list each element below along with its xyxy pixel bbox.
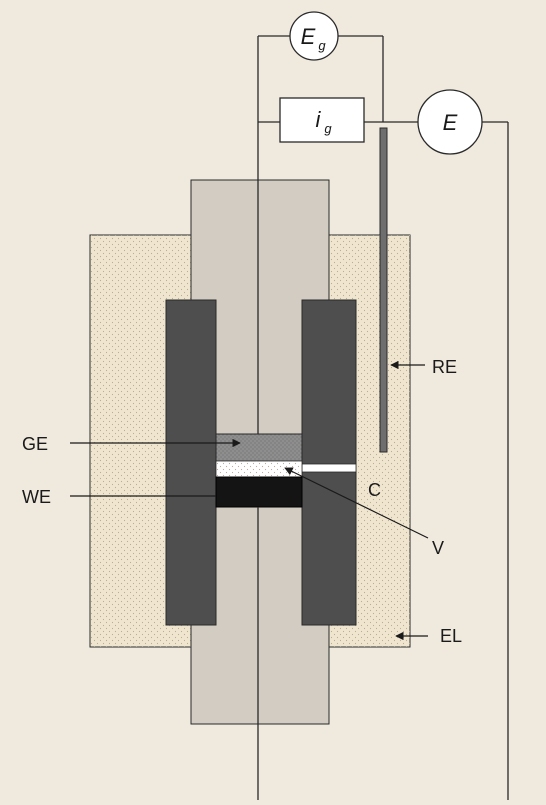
cell-gap-opening	[301, 463, 357, 473]
potential-symbol: E	[443, 110, 458, 135]
reference-electrode	[379, 127, 388, 453]
label-el: EL	[440, 626, 462, 646]
electrode-gap	[215, 460, 303, 478]
cell-wall-left	[165, 299, 217, 626]
working-electrode	[215, 476, 303, 508]
label-v: V	[432, 538, 444, 558]
gap-potential-symbol: E	[301, 24, 316, 49]
gap-potential-subscript: g	[318, 38, 326, 53]
gap-current-subscript: g	[324, 121, 332, 136]
gap-current-meter: i g	[279, 97, 365, 143]
label-ge: GE	[22, 434, 48, 454]
label-re: RE	[432, 357, 457, 377]
v-leader-line	[284, 467, 429, 539]
label-c: C	[368, 480, 381, 500]
label-we: WE	[22, 487, 51, 507]
wiring	[257, 35, 509, 800]
gap-current-symbol: i	[316, 107, 322, 132]
cell-wall-right	[301, 299, 357, 626]
potential-meter: E	[417, 89, 483, 155]
gap-potential-meter: E g	[289, 11, 339, 61]
generator-electrode	[215, 433, 303, 462]
